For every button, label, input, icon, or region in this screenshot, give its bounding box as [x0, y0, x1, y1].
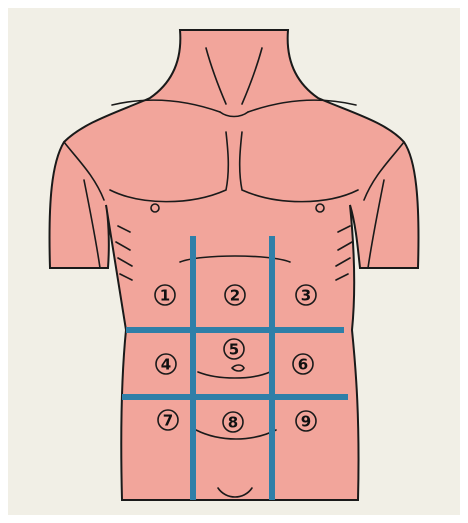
region-number-3: 3: [301, 287, 311, 305]
region-number-9: 9: [301, 413, 311, 431]
region-number-7: 7: [163, 412, 173, 430]
region-number-4: 4: [161, 356, 171, 374]
region-number-2: 2: [230, 287, 240, 305]
region-number-8: 8: [228, 414, 238, 432]
region-number-6: 6: [298, 356, 308, 374]
region-number-5: 5: [229, 341, 239, 359]
region-number-1: 1: [160, 287, 170, 305]
